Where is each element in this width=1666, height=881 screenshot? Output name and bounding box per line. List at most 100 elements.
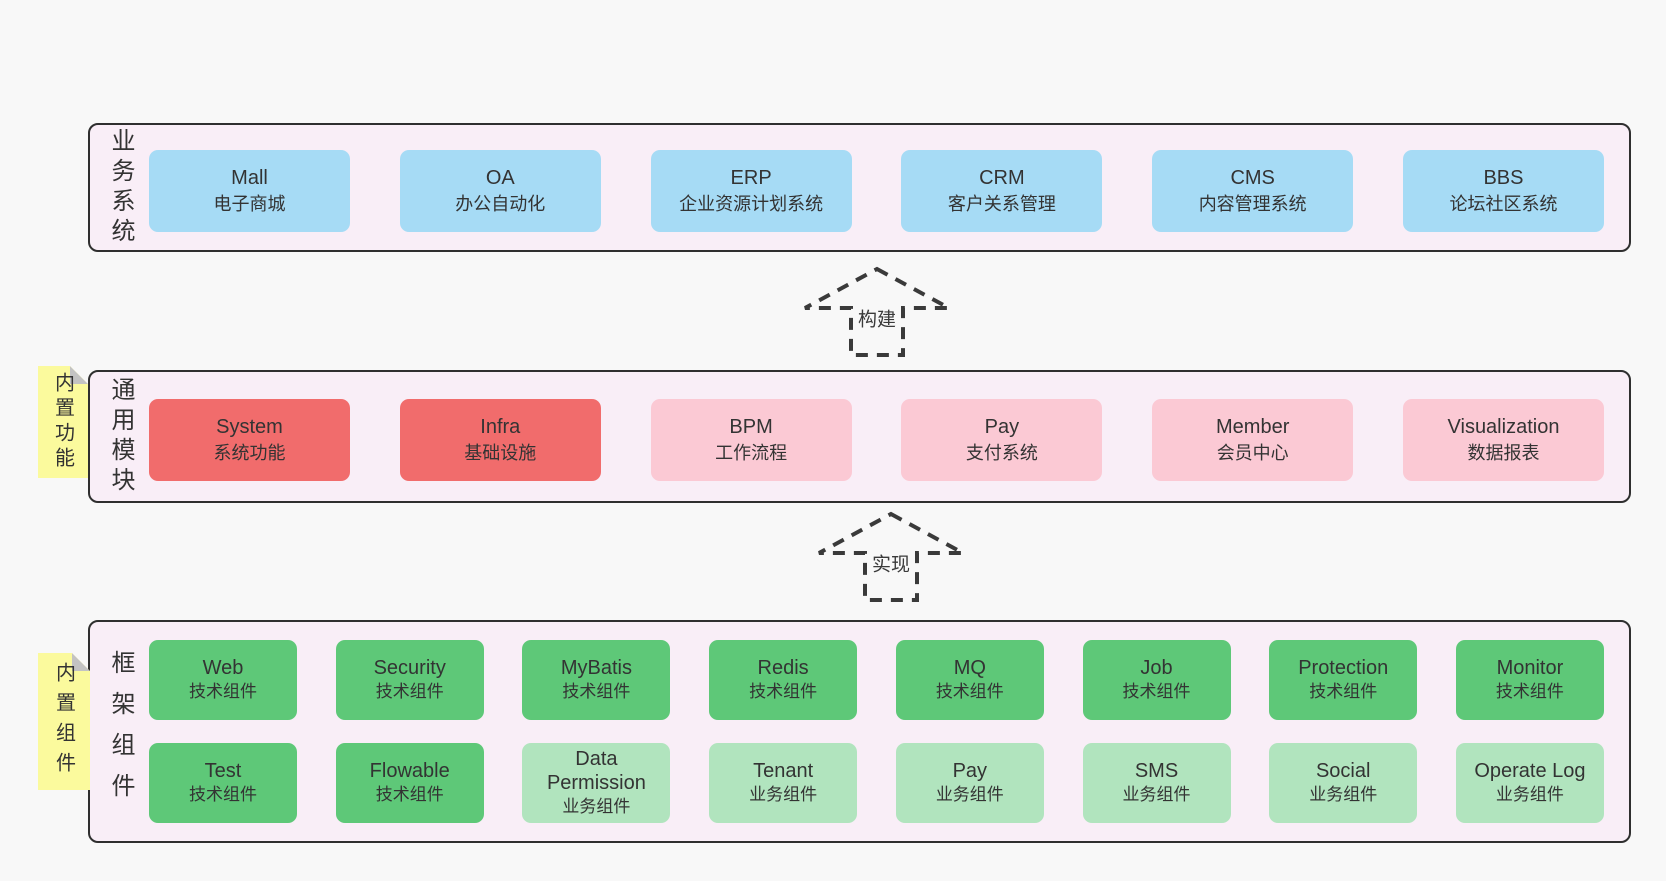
box-protection: Protection 技术组件 (1269, 640, 1418, 720)
box-subtitle: 业务组件 (562, 797, 631, 816)
box-flowable: Flowable 技术组件 (335, 743, 484, 823)
box-redis: Redis 技术组件 (709, 640, 858, 720)
box-title: BPM (729, 416, 773, 438)
box-pay: Pay 支付系统 (901, 399, 1103, 481)
box-subtitle: 技术组件 (749, 682, 818, 701)
box-title: Visualization (1447, 416, 1560, 438)
box-subtitle: 技术组件 (375, 682, 444, 701)
box-title: Job (1140, 657, 1173, 679)
box-title: Test (204, 760, 242, 782)
box-title: CMS (1230, 167, 1275, 189)
box-title: Pay (952, 760, 988, 782)
box-subtitle: 业务组件 (935, 785, 1004, 804)
components-box-row-2: Test 技术组件 Flowable 技术组件 Data Permission … (149, 743, 1604, 823)
box-subtitle: 会员中心 (1216, 443, 1289, 463)
box-subtitle: 支付系统 (965, 443, 1038, 463)
box-subtitle: 技术组件 (375, 785, 444, 804)
box-security: Security 技术组件 (335, 640, 484, 720)
box-subtitle: 业务组件 (1122, 785, 1191, 804)
layer-label-modules: 通用模块 (107, 376, 134, 497)
box-subtitle: 技术组件 (562, 682, 631, 701)
layer-business-systems: 业务系统 Mall 电子商城 OA 办公自动化 ERP 企业资源计划系统 CRM… (88, 123, 1631, 252)
note-text: 内置功能 (51, 372, 74, 472)
up-arrow-icon (818, 511, 964, 602)
box-subtitle: 数据报表 (1467, 443, 1540, 463)
box-subtitle: 业务组件 (1495, 785, 1564, 804)
layer-common-modules: 通用模块 System 系统功能 Infra 基础设施 BPM 工作流程 Pay… (88, 370, 1631, 503)
implement-arrow: 实现 (816, 511, 966, 603)
box-subtitle: 工作流程 (715, 443, 788, 463)
box-member: Member 会员中心 (1152, 399, 1354, 481)
up-arrow-icon (804, 266, 950, 357)
box-title: SMS (1134, 760, 1179, 782)
box-test: Test 技术组件 (149, 743, 297, 823)
box-subtitle: 办公自动化 (455, 194, 546, 214)
box-title: Pay (984, 416, 1020, 438)
box-title: System (216, 416, 283, 438)
box-subtitle: 业务组件 (1309, 785, 1378, 804)
note-text: 内置组件 (52, 661, 75, 782)
box-title: Social (1315, 760, 1371, 782)
layer-label-components: 框架组件 (107, 649, 134, 814)
box-bpm: BPM 工作流程 (650, 399, 852, 481)
box-subtitle: 基础设施 (464, 443, 537, 463)
box-social: Social 业务组件 (1269, 743, 1418, 823)
build-arrow-label: 构建 (853, 303, 901, 333)
box-subtitle: 技术组件 (1309, 682, 1378, 701)
box-subtitle: 技术组件 (1122, 682, 1191, 701)
box-subtitle: 技术组件 (1495, 682, 1564, 701)
build-arrow: 构建 (802, 266, 952, 358)
box-visualization: Visualization 数据报表 (1402, 399, 1604, 481)
box-title: CRM (979, 167, 1025, 189)
box-title: Monitor (1496, 657, 1564, 679)
business-box-row: Mall 电子商城 OA 办公自动化 ERP 企业资源计划系统 CRM 客户关系… (149, 150, 1604, 232)
note-built-in-features: 内置功能 (38, 366, 88, 478)
box-sms: SMS 业务组件 (1082, 743, 1231, 823)
box-title: MyBatis (560, 657, 632, 679)
box-subtitle: 业务组件 (749, 785, 818, 804)
box-title: Protection (1298, 657, 1389, 679)
components-box-row-1: Web 技术组件 Security 技术组件 MyBatis 技术组件 Redi… (149, 640, 1604, 720)
box-infra: Infra 基础设施 (399, 399, 601, 481)
implement-arrow-label: 实现 (867, 548, 915, 578)
layer-framework-components: 框架组件 Web 技术组件 Security 技术组件 MyBatis 技术组件… (88, 620, 1631, 843)
box-mybatis: MyBatis 技术组件 (522, 640, 671, 720)
box-title: Mall (231, 167, 268, 189)
box-monitor: Monitor 技术组件 (1455, 640, 1604, 720)
box-oa: OA 办公自动化 (399, 150, 601, 232)
box-title: Member (1216, 416, 1290, 438)
box-tenant: Tenant 业务组件 (709, 743, 858, 823)
box-subtitle: 技术组件 (189, 682, 257, 701)
box-title: Operate Log (1474, 760, 1586, 782)
box-cms: CMS 内容管理系统 (1152, 150, 1354, 232)
box-subtitle: 企业资源计划系统 (679, 194, 824, 214)
box-mall: Mall 电子商城 (149, 150, 350, 232)
box-title: Flowable (369, 760, 450, 782)
box-title: MQ (953, 657, 986, 679)
box-subtitle: 技术组件 (189, 785, 257, 804)
note-built-in-components: 内置组件 (38, 653, 90, 790)
box-title: Tenant (753, 760, 814, 782)
box-subtitle: 论坛社区系统 (1449, 194, 1558, 214)
box-erp: ERP 企业资源计划系统 (650, 150, 852, 232)
box-mq: MQ 技术组件 (895, 640, 1044, 720)
box-title: OA (485, 167, 515, 189)
box-title: Infra (480, 416, 521, 438)
box-subtitle: 内容管理系统 (1198, 194, 1307, 214)
layer-label-business: 业务系统 (107, 127, 134, 248)
box-bbs: BBS 论坛社区系统 (1402, 150, 1604, 232)
box-subtitle: 电子商城 (213, 194, 286, 214)
box-data-permission: Data Permission 业务组件 (522, 743, 671, 823)
box-title: Data Permission (546, 748, 646, 794)
box-title: ERP (730, 167, 772, 189)
box-subtitle: 客户关系管理 (947, 194, 1056, 214)
box-title: Redis (757, 657, 809, 679)
box-job: Job 技术组件 (1082, 640, 1231, 720)
box-title: Web (202, 657, 244, 679)
box-crm: CRM 客户关系管理 (901, 150, 1103, 232)
box-subtitle: 系统功能 (213, 443, 286, 463)
box-operate-log: Operate Log 业务组件 (1455, 743, 1604, 823)
box-title: BBS (1483, 167, 1524, 189)
box-title: Security (373, 657, 446, 679)
